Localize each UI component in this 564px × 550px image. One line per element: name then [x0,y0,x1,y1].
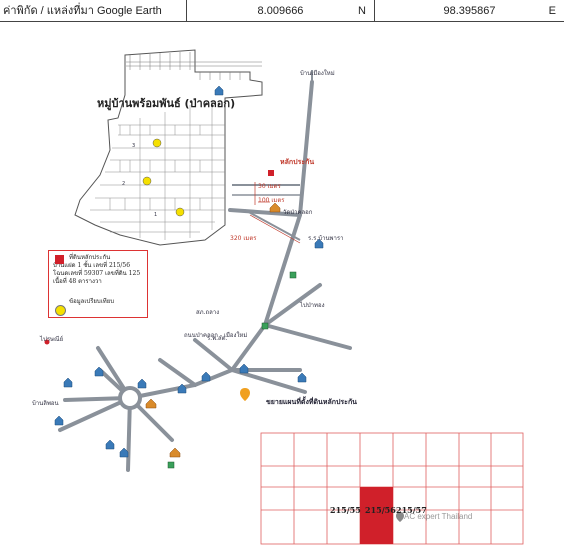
shop-icon-2 [167,461,175,469]
label-baan-phran: ไปป่าทอง [300,302,325,309]
east-coordinate-cell: 98.395867 E [375,0,564,22]
label-school: ร.ร.บ้านพารา [308,235,344,242]
map-legend: ที่ดินหลักประกัน บ้านแฝด 1 ชั้น เลขที่ 2… [48,250,148,318]
school-icon [314,238,324,249]
label-post-office: ไปรษณีย์ [40,336,64,343]
legend-line-3: โฉนดเลขที่ 59307 เลขที่ดิน 125 [53,270,141,277]
comparable-markers [142,138,185,217]
north-coordinate-cell: 8.009666 N [187,0,375,22]
legend-line-4: เนื้อที่ 48 ตารางวา [53,278,102,285]
house-icon-4 [177,383,187,394]
house-icon [214,85,224,96]
house-icon-9 [105,439,115,450]
label-baan-lipon: บ้านลิพอน [32,400,59,407]
collateral-marker [268,170,274,176]
house-icon-10 [119,447,129,458]
map-pin-icon [240,388,250,401]
east-direction: E [548,5,556,17]
comparable-label-1: 1 [154,212,158,218]
gas-station-icon [289,271,297,279]
legend-line-2: บ้านแฝด 1 ชั้น เลขที่ 215/56 [53,262,131,269]
plot-label-left: 215/55 [330,505,361,515]
label-road-1: ถนนป่าคลอก - เมืองใหม่ [184,332,248,339]
roundabout [118,386,142,410]
north-direction: N [358,5,366,17]
house-icon-8 [54,415,64,426]
ac-pin-icon [396,512,404,522]
label-100m: 100 เมตร [258,197,285,204]
label-30m: 30 เมตร [258,183,281,190]
collateral-plot-highlight [360,487,393,544]
house-icon-3 [137,378,147,389]
village-grid [90,100,225,240]
label-320m: 320 เมตร [230,235,257,242]
plot-label-center: 215/56 [365,505,396,515]
location-map [44,49,524,545]
enlarged-map-caption: ขยายแผนที่ตั้งที่ดินหลักประกัน [266,398,357,406]
house-icon-2 [94,366,104,377]
east-coordinate-value: 98.395867 [443,5,496,17]
comparable-label-3: 3 [132,143,136,149]
legend-collateral-swatch [55,255,64,264]
coordinate-source-label: ค่าพิกัด / แหล่งที่มา Google Earth [0,0,187,22]
shop-icon [261,322,269,330]
house-icon-7 [297,372,307,383]
temple-icon-2 [169,447,181,458]
comparable-label-2: 2 [122,181,126,187]
label-collateral: หลักประกัน [280,158,315,166]
house-icon-6 [239,363,249,374]
village-title: หมู่บ้านพร้อมพันธ์ (ป่าคลอก) [97,97,236,110]
north-coordinate-value: 8.009666 [257,5,304,17]
landmark-icons [44,85,324,469]
label-police: สภ.ถลาง [196,309,220,316]
legend-line-5: ข้อมูลเปรียบเทียบ [69,298,115,305]
ac-expert-watermark: AC expert Thailand [404,512,473,521]
distance-arrows [249,182,301,244]
village-top-row [126,52,262,80]
house-icon-5 [201,371,211,382]
comparable-marker-2 [142,176,152,186]
village-boundary [74,49,263,246]
label-wat-pa-khlok: วัดป่าคลอก [283,209,313,216]
post-office-icon [44,339,50,345]
legend-line-1: ที่ดินหลักประกัน [69,254,111,261]
legend-comparable-swatch [55,305,66,316]
temple-icon-3 [145,398,157,409]
coordinate-header: ค่าพิกัด / แหล่งที่มา Google Earth 8.009… [0,0,564,22]
branch-road [244,209,301,241]
label-ban-muang-mai: บ้านเมืองใหม่ [300,70,335,77]
label-clinic: ร.พ.สต. [207,335,228,342]
temple-icon [269,202,281,213]
comparable-marker-3 [152,138,162,148]
plot-label-right: 215/57 [396,505,427,515]
school-icon-2 [63,377,73,388]
comparable-marker-1 [175,207,185,217]
